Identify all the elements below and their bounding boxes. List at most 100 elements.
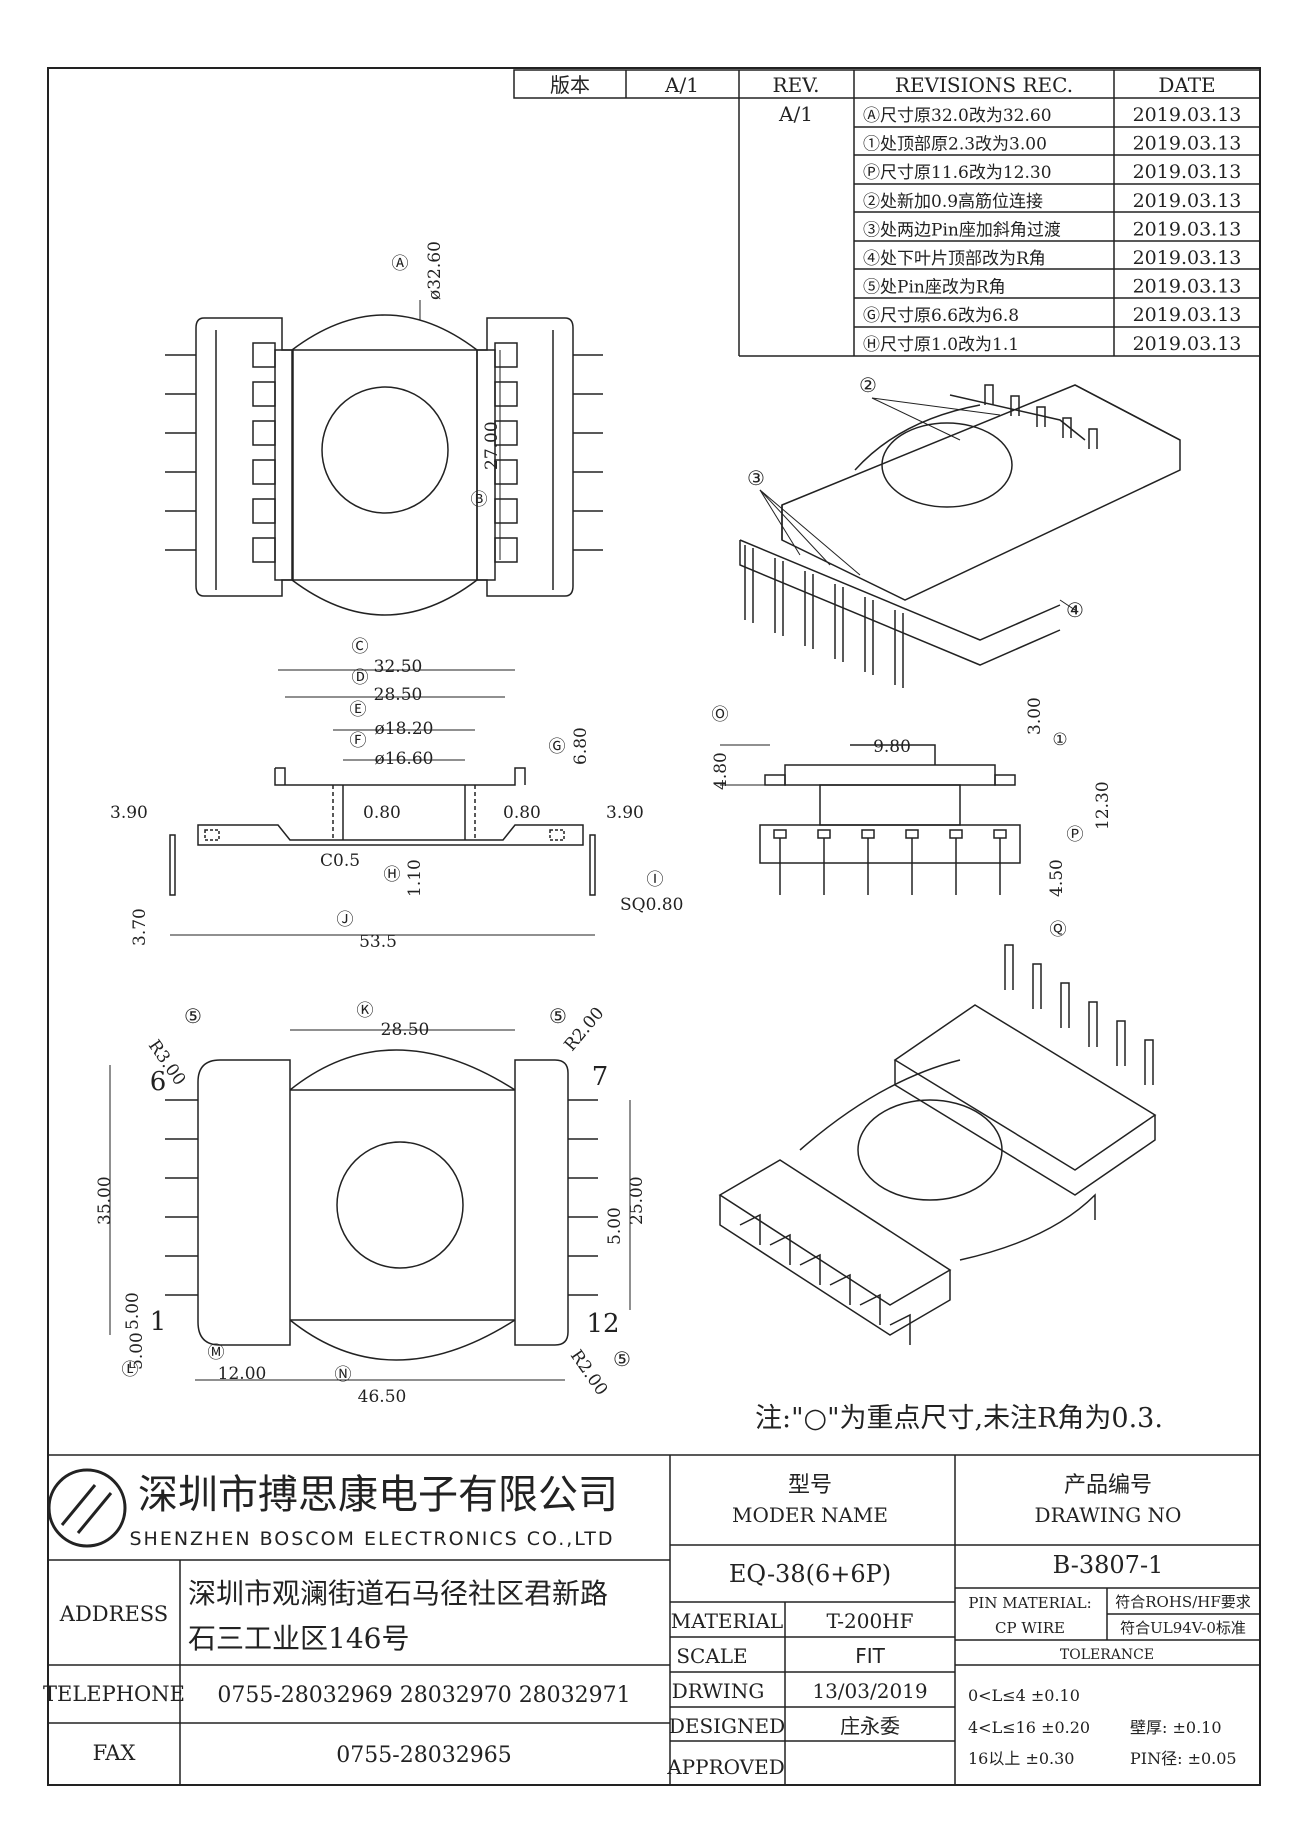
mark-5b: ⑤: [549, 1004, 567, 1028]
revision-date: 2019.03.13: [1133, 218, 1242, 240]
dim-5b: 5.00: [127, 1332, 147, 1370]
fax-value: 0755-28032965: [336, 1743, 511, 1768]
dim-q: 4.50: [1047, 859, 1067, 897]
model-label-en: MODER NAME: [732, 1503, 888, 1527]
pin-line: [1088, 1001, 1098, 1047]
revision-text: ③处两边Pin座加斜角过渡: [863, 220, 1061, 240]
pin-seat: [773, 829, 787, 839]
pin-slot: [494, 459, 518, 485]
pin-slot: [252, 420, 276, 446]
dim-o: 4.80: [711, 752, 731, 790]
revision-text: Ⓗ尺寸原1.0改为1.1: [863, 335, 1019, 355]
dim-e: ø18.20: [375, 719, 434, 739]
rev-version-label: 版本: [550, 73, 590, 97]
drawing-date-value: 13/03/2019: [812, 1679, 927, 1703]
scale-label: SCALE: [676, 1644, 747, 1668]
pin-slot: [494, 498, 518, 524]
dim-25: 25.00: [627, 1176, 647, 1225]
wall-tolerance: 壁厚: ±0.10: [1130, 1718, 1222, 1737]
telephone-label: TELEPHONE: [43, 1682, 185, 1706]
revision-date: 2019.03.13: [1133, 190, 1242, 212]
pin-line: [1036, 406, 1046, 427]
address-line1: 深圳市观澜街道石马径社区君新路: [188, 1577, 608, 1610]
dim-g: 6.80: [571, 727, 591, 765]
revision-date: 2019.03.13: [1133, 161, 1242, 183]
dim-465: 46.50: [358, 1387, 407, 1407]
revision-text: Ⓐ尺寸原32.0改为32.60: [863, 106, 1052, 126]
dim-f: ø16.60: [375, 749, 434, 769]
material-label: MATERIAL: [671, 1609, 783, 1633]
dim-left-080: 0.80: [363, 803, 401, 823]
dim-p: 12.30: [1093, 781, 1113, 830]
dim-a: ø32.60: [425, 241, 445, 300]
dim-12: 12.00: [218, 1364, 267, 1384]
ul-note: 符合UL94V-0标准: [1120, 1619, 1246, 1637]
pin-seat: [905, 829, 919, 839]
pin-label-12: 12: [586, 1309, 619, 1339]
designed-value: 庄永委: [840, 1714, 900, 1738]
rev-date-header: DATE: [1158, 73, 1215, 97]
callout-4: ④: [1066, 598, 1084, 622]
pin-slot: [252, 498, 276, 524]
revision-table: 版本 A/1 REV. REVISIONS REC. DATE A/1 Ⓐ尺寸原…: [513, 69, 1261, 357]
pin-line: [774, 558, 784, 636]
mark-a: Ⓐ: [392, 254, 409, 274]
revision-date: 2019.03.13: [1133, 133, 1242, 155]
mark-j: Ⓙ: [337, 910, 354, 930]
mark-m: Ⓜ: [208, 1343, 225, 1363]
mark-q: Ⓠ: [1050, 920, 1067, 940]
address-line2: 石三工业区146号: [188, 1622, 409, 1655]
callout-2: ②: [859, 373, 877, 397]
mark-o: Ⓞ: [712, 705, 729, 725]
material-value: T-200HF: [826, 1609, 913, 1633]
mark-g: Ⓖ: [549, 737, 566, 757]
designed-label: DESIGNED: [669, 1714, 785, 1738]
pin-line: [984, 384, 994, 405]
pin-line: [894, 610, 904, 688]
tolerance-3: 16以上 ±0.30: [968, 1749, 1074, 1768]
pin-seat: [817, 829, 831, 839]
pin-line: [769, 1233, 791, 1265]
drawing-date-label: DRWING: [672, 1679, 765, 1703]
pin-line: [1116, 1020, 1126, 1066]
revision-text: Ⓟ尺寸原11.6改为12.30: [863, 163, 1052, 183]
revision-text: ⑤处Pin座改为R角: [863, 278, 1006, 298]
dim-35: 35.00: [95, 1176, 115, 1225]
pin-slot: [252, 381, 276, 407]
pin-seat: [949, 829, 963, 839]
fax-label: FAX: [93, 1741, 136, 1765]
top-view: Ⓐ ø32.60 27.00 Ⓑ: [165, 241, 603, 616]
address-label: ADDRESS: [59, 1602, 168, 1626]
scale-value: FIT: [855, 1644, 885, 1668]
mark-n: Ⓝ: [335, 1365, 352, 1385]
dim-h: 1.10: [405, 859, 425, 897]
pin-slot: [252, 342, 276, 368]
pin-seat: [861, 829, 875, 839]
side-view: Ⓞ 4.80 9.80 3.00 ① 12.30 Ⓟ 4.50 Ⓠ: [711, 697, 1113, 940]
rev-header: REV.: [773, 73, 820, 97]
pin-label-7: 7: [592, 1062, 609, 1092]
mark-k: Ⓚ: [357, 1001, 374, 1021]
company-name-en: SHENZHEN BOSCOM ELECTRONICS CO.,LTD: [129, 1528, 614, 1550]
revision-text: ④处下叶片顶部改为R角: [863, 249, 1046, 269]
rev-version-value: A/1: [664, 73, 699, 97]
pin-slot: [252, 459, 276, 485]
dim-k: 28.50: [381, 1020, 430, 1040]
dim-5c: 5.00: [605, 1207, 625, 1245]
mark-i: Ⓘ: [647, 870, 664, 890]
pin-line: [744, 545, 754, 623]
rev-rec-header: REVISIONS REC.: [895, 73, 1073, 97]
radius-r2a: R2.00: [561, 1004, 609, 1056]
revision-text: Ⓖ尺寸原6.6改为6.8: [863, 306, 1019, 326]
tolerance-2: 4<L≤16 ±0.20: [968, 1718, 1090, 1737]
front-view: Ⓒ 32.50 Ⓓ 28.50 Ⓔ ø18.20 Ⓕ ø16.60 Ⓖ 6.80…: [110, 637, 683, 952]
pin-line: [889, 1313, 911, 1345]
dim-b: 27.00: [482, 421, 502, 470]
pin-slot: [494, 342, 518, 368]
radius-r2b: R2.00: [566, 1346, 611, 1399]
title-block: 深圳市搏思康电子有限公司 SHENZHEN BOSCOM ELECTRONICS…: [43, 1454, 1260, 1785]
pin-line: [859, 1293, 881, 1325]
revision-text: ①处顶部原2.3改为3.00: [863, 135, 1047, 155]
drawing-note: 注:"○"为重点尺寸,未注R角为0.3.: [755, 1403, 1163, 1434]
tolerance-1: 0<L≤4 ±0.10: [968, 1686, 1080, 1705]
